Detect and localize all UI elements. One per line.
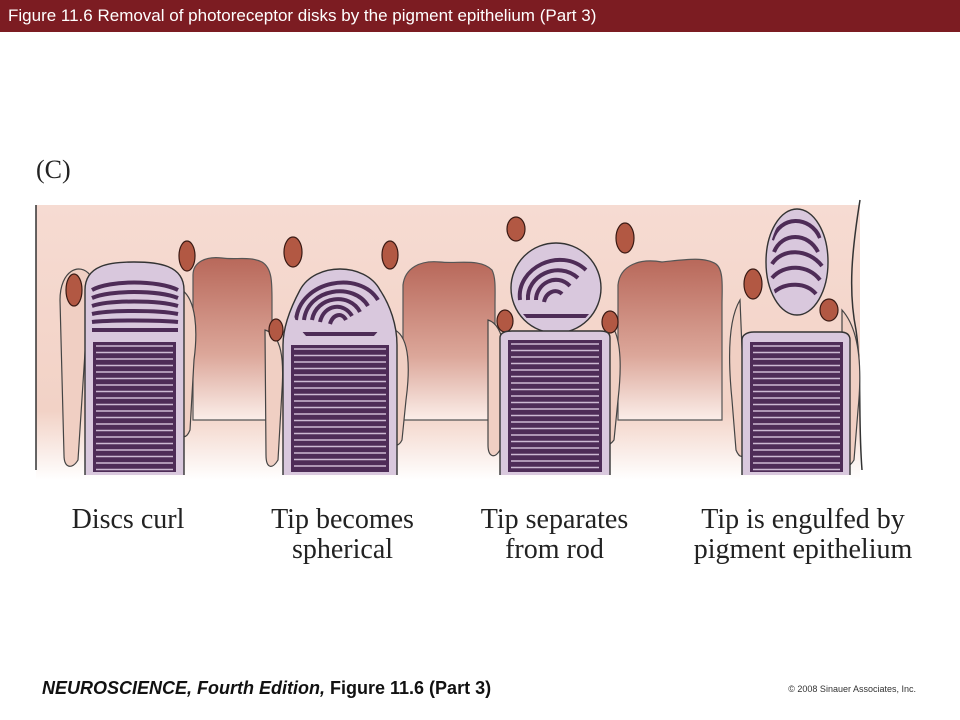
book-title: NEUROSCIENCE,: [42, 678, 193, 698]
caption-stage-2-line1: Tip becomes: [271, 504, 414, 535]
slide-title: Figure 11.6 Removal of photoreceptor dis…: [8, 6, 597, 25]
caption-stage-4-line2: pigment epithelium: [693, 534, 913, 565]
rod-4-tip-engulfed: [741, 208, 851, 475]
interphotoreceptor-spaces: [192, 257, 723, 421]
book-reference: NEUROSCIENCE, Fourth Edition, Figure 11.…: [42, 678, 491, 699]
pigment-granules: [65, 216, 839, 342]
caption-stage-2-line2: spherical: [291, 534, 394, 565]
caption-stage-1-line1: Discs curl: [71, 504, 185, 535]
caption-stage-2: Tip becomes spherical: [250, 505, 435, 565]
copyright-notice: © 2008 Sinauer Associates, Inc.: [788, 684, 916, 694]
disc-separation-lines: [96, 343, 840, 471]
caption-stage-3-line1: Tip separates: [480, 504, 629, 535]
title-bar: Figure 11.6 Removal of photoreceptor dis…: [0, 0, 960, 32]
rod-2-tip-spherical: [282, 268, 398, 475]
figure-reference: Figure 11.6 (Part 3): [330, 678, 492, 698]
caption-stage-3: Tip separates from rod: [462, 505, 647, 565]
caption-stage-4: Tip is engulfed by pigment epithelium: [672, 505, 934, 565]
book-edition: Fourth Edition,: [192, 678, 331, 698]
caption-stage-4-line1: Tip is engulfed by: [701, 504, 905, 535]
caption-stage-3-line2: from rod: [505, 534, 604, 565]
panel-label: (C): [36, 155, 71, 184]
rod-3-tip-separates: [499, 242, 611, 475]
rod-1-stacked-discs: [93, 342, 176, 472]
caption-stage-1: Discs curl: [48, 505, 208, 535]
